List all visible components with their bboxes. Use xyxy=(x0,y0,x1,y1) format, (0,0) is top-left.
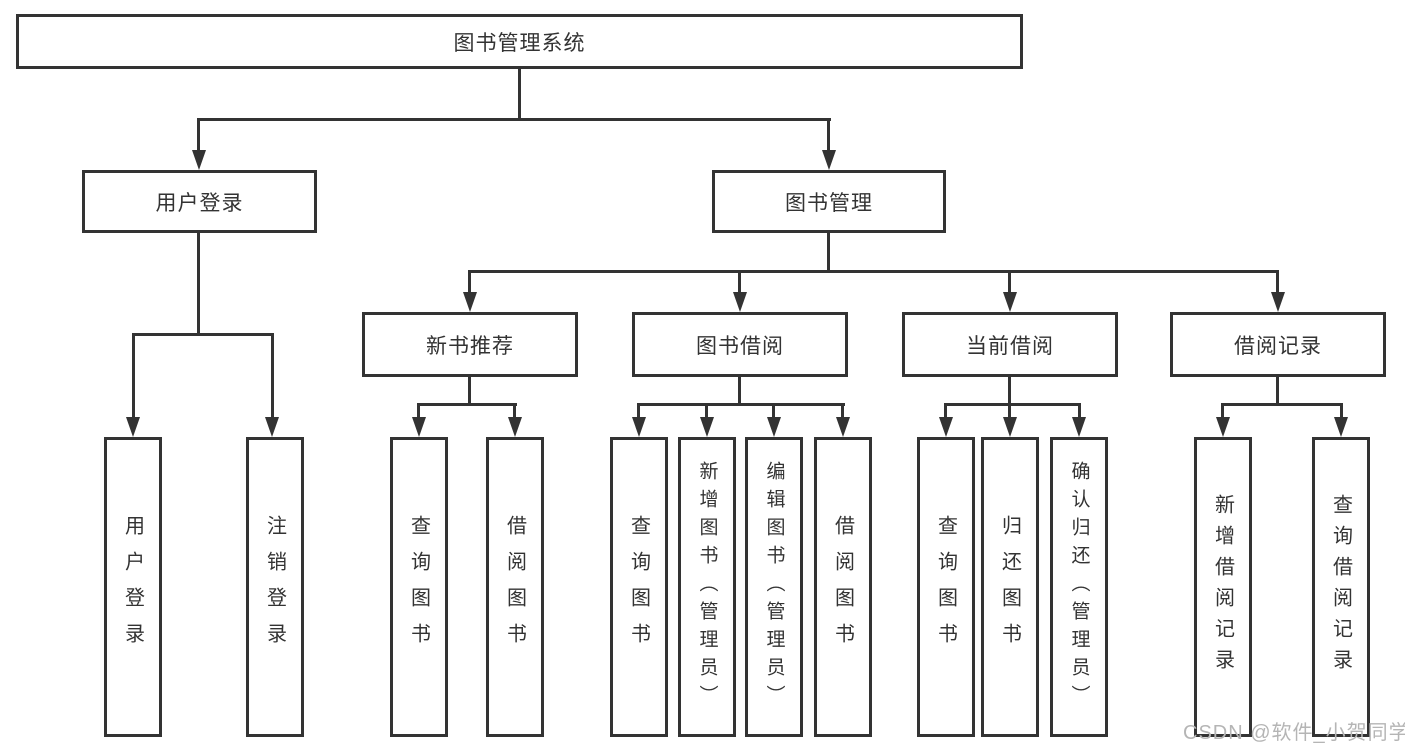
node-book-management: 图书管理 xyxy=(712,170,946,233)
arrow-to-b2 xyxy=(508,417,522,437)
node-root: 图书管理系统 xyxy=(16,14,1023,69)
arrow-to-current-borrow xyxy=(1003,292,1017,312)
arrow-to-book-borrow xyxy=(733,292,747,312)
leaf-query-borrow-record: 查询借阅记录 xyxy=(1312,437,1370,737)
leaf-borrow-book-borrow: 借阅图书 xyxy=(814,437,872,737)
watermark-text: CSDN @软件_小贺同学 xyxy=(1183,722,1405,744)
edge-to-c2 xyxy=(705,403,708,421)
leaf-query-book-borrow: 查询图书 xyxy=(610,437,668,737)
edge-borrow-record-drop xyxy=(1276,377,1279,406)
leaf-query-book-borrow-label: 查询图书 xyxy=(627,515,650,659)
leaf-add-borrow-record-label: 新增借阅记录 xyxy=(1211,494,1234,680)
edge-to-borrow-record xyxy=(1276,270,1279,296)
edge-book-borrow-drop xyxy=(738,377,741,406)
edge-to-d1 xyxy=(944,403,947,421)
edge-to-new-book xyxy=(468,270,471,296)
leaf-edit-book-admin-label: 编辑图书（管理员） xyxy=(763,461,785,713)
arrow-to-borrow-record xyxy=(1271,292,1285,312)
edge-to-d2 xyxy=(1008,403,1011,421)
arrow-to-b1 xyxy=(412,417,426,437)
node-borrow-record-label: 借阅记录 xyxy=(1234,334,1322,358)
leaf-query-book-current-label: 查询图书 xyxy=(934,515,957,659)
leaf-add-book-admin: 新增图书（管理员） xyxy=(678,437,736,737)
leaf-user-login: 用户登录 xyxy=(104,437,162,737)
edge-user-login-split xyxy=(132,333,274,336)
node-new-book-recommend: 新书推荐 xyxy=(362,312,578,377)
leaf-edit-book-admin: 编辑图书（管理员） xyxy=(745,437,803,737)
arrow-to-new-book xyxy=(463,292,477,312)
arrow-to-leaf-user-login xyxy=(126,417,140,437)
node-current-borrow: 当前借阅 xyxy=(902,312,1118,377)
leaf-logout-label: 注销登录 xyxy=(263,515,286,659)
edge-to-leaf-logout xyxy=(271,333,274,419)
edge-root-split xyxy=(197,118,831,121)
arrow-to-book-mgmt xyxy=(822,150,836,170)
node-borrow-record: 借阅记录 xyxy=(1170,312,1386,377)
leaf-query-book-current: 查询图书 xyxy=(917,437,975,737)
leaf-user-login-label: 用户登录 xyxy=(121,515,144,659)
leaf-return-book-label: 归还图书 xyxy=(998,515,1021,659)
node-root-label: 图书管理系统 xyxy=(453,31,586,55)
edge-to-user-login xyxy=(197,118,200,155)
arrow-to-e1 xyxy=(1216,417,1230,437)
edge-book-borrow-split xyxy=(637,403,845,406)
edge-to-c1 xyxy=(637,403,640,421)
leaf-return-book: 归还图书 xyxy=(981,437,1039,737)
edge-new-book-drop xyxy=(468,377,471,406)
leaf-add-book-admin-label: 新增图书（管理员） xyxy=(696,461,718,713)
edge-book-mgmt-drop xyxy=(827,233,830,273)
arrow-to-c1 xyxy=(632,417,646,437)
node-current-borrow-label: 当前借阅 xyxy=(966,334,1054,358)
arrow-to-c3 xyxy=(767,417,781,437)
arrow-to-c2 xyxy=(700,417,714,437)
edge-to-c4 xyxy=(841,403,844,421)
arrow-to-d3 xyxy=(1072,417,1086,437)
leaf-query-book-newbook: 查询图书 xyxy=(390,437,448,737)
node-user-login: 用户登录 xyxy=(82,170,317,233)
arrow-to-e2 xyxy=(1334,417,1348,437)
edge-new-book-split xyxy=(417,403,517,406)
edge-to-current-borrow xyxy=(1008,270,1011,296)
edge-to-leaf-user-login xyxy=(132,333,135,419)
edge-to-c3 xyxy=(772,403,775,421)
edge-current-borrow-split xyxy=(944,403,1081,406)
leaf-query-borrow-record-label: 查询借阅记录 xyxy=(1329,494,1352,680)
edge-user-login-drop xyxy=(197,233,200,335)
edge-book-mgmt-split xyxy=(468,270,1279,273)
leaf-add-borrow-record: 新增借阅记录 xyxy=(1194,437,1252,737)
node-book-borrow: 图书借阅 xyxy=(632,312,848,377)
leaf-query-book-newbook-label: 查询图书 xyxy=(407,515,430,659)
leaf-borrow-book-borrow-label: 借阅图书 xyxy=(831,515,854,659)
leaf-confirm-return-admin: 确认归还（管理员） xyxy=(1050,437,1108,737)
arrow-to-leaf-logout xyxy=(265,417,279,437)
arrow-to-d2 xyxy=(1003,417,1017,437)
node-user-login-label: 用户登录 xyxy=(155,191,244,215)
edge-current-borrow-drop xyxy=(1008,377,1011,406)
leaf-borrow-book-newbook-label: 借阅图书 xyxy=(503,515,526,659)
edge-to-book-mgmt xyxy=(827,118,830,155)
edge-borrow-record-split xyxy=(1221,403,1342,406)
edge-root-drop xyxy=(518,69,521,121)
node-book-management-label: 图书管理 xyxy=(785,191,873,215)
node-book-borrow-label: 图书借阅 xyxy=(696,334,784,358)
edge-to-b1 xyxy=(417,403,420,421)
edge-to-d3 xyxy=(1078,403,1081,421)
node-new-book-recommend-label: 新书推荐 xyxy=(426,334,514,358)
arrow-to-c4 xyxy=(836,417,850,437)
leaf-borrow-book-newbook: 借阅图书 xyxy=(486,437,544,737)
edge-to-e2 xyxy=(1340,403,1343,421)
leaf-logout: 注销登录 xyxy=(246,437,304,737)
arrow-to-user-login xyxy=(192,150,206,170)
arrow-to-d1 xyxy=(939,417,953,437)
leaf-confirm-return-admin-label: 确认归还（管理员） xyxy=(1068,461,1090,713)
edge-to-book-borrow xyxy=(738,270,741,296)
edge-to-b2 xyxy=(513,403,516,421)
edge-to-e1 xyxy=(1221,403,1224,421)
